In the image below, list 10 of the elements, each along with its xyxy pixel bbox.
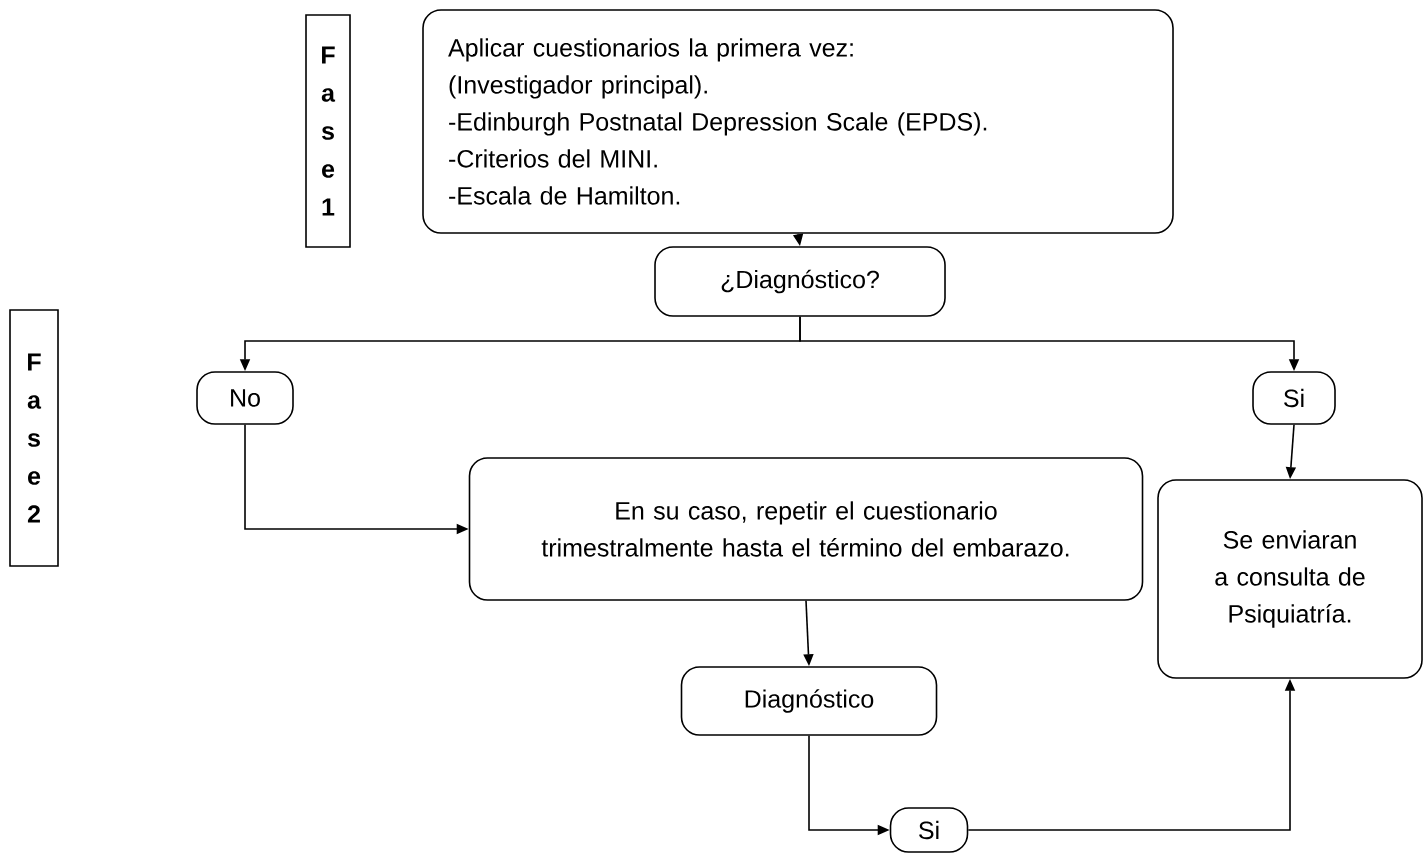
process-box: Diagnóstico — [680, 666, 938, 736]
process-box: Si — [1252, 371, 1336, 425]
process-box: No — [196, 371, 294, 425]
process-box: ¿Diagnóstico? — [654, 246, 946, 317]
process-box: En su caso, repetir el cuestionario trimestralmente hasta el término del embarazo. — [468, 457, 1144, 601]
process-box: Se enviaran a consulta de Psiquiatría. — [1157, 479, 1423, 679]
phase-label-box: F a s e 1 — [305, 14, 351, 248]
phase-label-box: F a s e 2 — [9, 309, 59, 567]
process-box: Si — [889, 807, 969, 853]
process-box: Aplicar cuestionarios la primera vez: (Investigador principal). -Edinburgh Postnatal Depression Scale (EPDS). -Criterios del MINI. -Escala de Hamilton. — [422, 9, 1174, 234]
